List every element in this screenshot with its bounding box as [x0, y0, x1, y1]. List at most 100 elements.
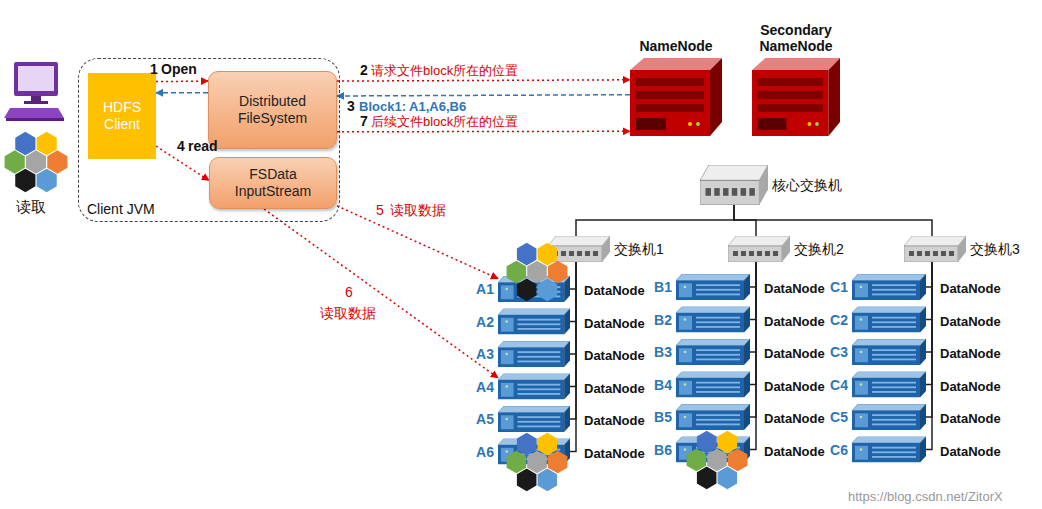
network-link: [570, 262, 576, 322]
callout-number: 6: [345, 285, 353, 300]
rack-slot-label: A6: [476, 444, 494, 460]
rack-slot-label: A1: [476, 281, 494, 297]
node-label: DataNode: [940, 281, 1001, 297]
rack-slot-label: A2: [476, 314, 494, 330]
network-link: [750, 262, 756, 417]
node-label: DataNode: [764, 346, 825, 362]
flow-arrow: [156, 92, 208, 94]
datanode-server: A1DataNode: [498, 276, 570, 302]
data-block-icons: [5, 132, 68, 192]
network-link: [734, 205, 932, 236]
edge-label: 读取数据: [390, 203, 446, 218]
rack-switch: 交换机3: [904, 236, 966, 262]
node-label: DataNode: [584, 315, 645, 331]
node-label: DataNode: [940, 443, 1001, 459]
namenode-servers: [630, 58, 840, 136]
network-link: [750, 262, 756, 385]
node-label: DataNode: [584, 413, 645, 429]
datanode-server: C5DataNode: [852, 404, 926, 430]
edge-label: read: [188, 139, 218, 154]
datanode-server: B6DataNode: [676, 437, 750, 463]
network-link: [750, 262, 756, 450]
rack-slot-label: B3: [654, 344, 672, 360]
datanode-server: C4DataNode: [852, 372, 926, 398]
rack-slot-label: B2: [654, 312, 672, 328]
edge-label: 请求文件block所在的位置: [371, 63, 518, 78]
node-label: NameNode: [621, 38, 731, 54]
core-switch: 核心交换机: [700, 165, 768, 205]
datanode-server: C2DataNode: [852, 307, 926, 333]
namenode-server: NameNode: [630, 58, 722, 136]
node-label: Distributed FileSystem: [209, 93, 336, 127]
network-link: [570, 262, 576, 354]
datanode-server: C6DataNode: [852, 437, 926, 463]
network-link: [570, 262, 576, 419]
callout-number: 5: [376, 203, 384, 218]
node-label: DataNode: [764, 313, 825, 329]
rack-slot-label: B4: [654, 377, 672, 393]
switch-icons: [548, 165, 966, 262]
node-label: DataNode: [764, 281, 825, 297]
flow-arrow: [337, 80, 630, 81]
rack-slot-label: A5: [476, 411, 494, 427]
rack-slot-label: C3: [830, 344, 848, 360]
network-link: [750, 262, 756, 352]
datanode-server: B2DataNode: [676, 307, 750, 333]
node-label: DataNode: [584, 445, 645, 461]
network-link: [576, 205, 734, 236]
node-label: 交换机2: [794, 241, 844, 257]
flow-arrow: [337, 95, 630, 96]
rack-slot-label: C5: [830, 409, 848, 425]
network-link: [926, 262, 932, 450]
process-box: FSData InputStream: [209, 157, 337, 209]
datanode-server: A6DataNode: [498, 439, 570, 465]
datanode-server: C3DataNode: [852, 339, 926, 365]
network-link: [926, 262, 932, 287]
network-link: [570, 262, 576, 289]
rack-slot-label: C1: [830, 279, 848, 295]
node-label: DataNode: [940, 313, 1001, 329]
node-label: DataNode: [764, 378, 825, 394]
callout-number: 7: [360, 114, 368, 129]
rack-slot-label: C6: [830, 442, 848, 458]
client-box: HDFS Client: [88, 73, 156, 159]
block-replica-icons: [507, 243, 748, 491]
network-link: [926, 262, 932, 385]
callout-number: 1: [150, 62, 158, 77]
node-label: DataNode: [940, 411, 1001, 427]
rack-slot-label: C4: [830, 377, 848, 393]
network-link: [750, 262, 756, 287]
process-box: Distributed FileSystem: [208, 71, 337, 149]
datanode-server: B5DataNode: [676, 404, 750, 430]
node-label: DataNode: [764, 443, 825, 459]
datanode-server: A5DataNode: [498, 406, 570, 432]
watermark: https://blog.csdn.net/ZitorX: [848, 489, 1003, 505]
node-label: DataNode: [584, 283, 645, 299]
callout-number: 3: [347, 99, 355, 114]
flow-arrow: [156, 80, 208, 82]
datanode-server: B1DataNode: [676, 274, 750, 300]
network-link: [926, 262, 932, 320]
datanode-server: A2DataNode: [498, 309, 570, 335]
network-link: [570, 262, 576, 387]
network-link: [926, 262, 932, 417]
rack-slot-label: B5: [654, 409, 672, 425]
node-label: Client JVM: [87, 201, 155, 217]
rack-switch: 交换机1: [548, 236, 610, 262]
datanode-server: A4DataNode: [498, 374, 570, 400]
edge-label: 后续文件block所在的位置: [371, 114, 518, 129]
rack-slot-label: A4: [476, 379, 494, 395]
rack-switch: 交换机2: [728, 236, 790, 262]
computer-icon: [4, 62, 64, 121]
datanode-server: C1DataNode: [852, 274, 926, 300]
node-label: DataNode: [584, 348, 645, 364]
rack-slot-label: B1: [654, 279, 672, 295]
node-label: DataNode: [584, 380, 645, 396]
network-link: [570, 262, 576, 452]
rack-slot-label: A3: [476, 346, 494, 362]
node-label: DataNode: [764, 411, 825, 427]
node-label: 交换机3: [970, 241, 1020, 257]
datanode-server: A3DataNode: [498, 341, 570, 367]
node-label: DataNode: [940, 378, 1001, 394]
